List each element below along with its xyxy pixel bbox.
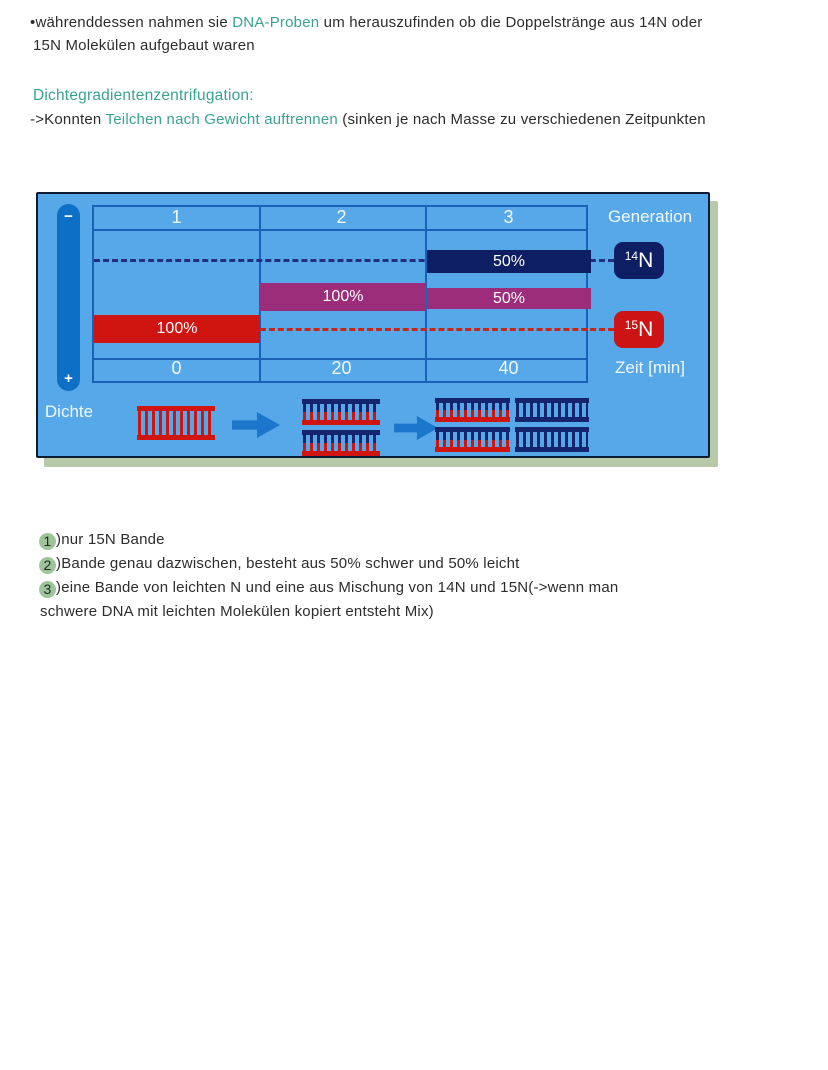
band-gen2-hybrid: 100% (260, 283, 426, 311)
note-line-3: 3)eine Bande von leichten N und eine aus… (39, 579, 618, 598)
band-gen3-14n: 50% (427, 250, 591, 273)
arrow-right-icon-1 (232, 412, 280, 438)
heading-dichtegradientenzentrifugation: Dichtegradientenzentrifugation: (33, 87, 254, 104)
strand-rungs-top (303, 434, 379, 443)
intro-line-1-rest: um herauszufinden ob die Doppelstränge a… (319, 14, 703, 31)
grid-line-header (94, 229, 586, 231)
generation-header-2: 2 (336, 207, 347, 227)
strand-rail-top (515, 398, 589, 403)
dna-strand-hybrid-icon (302, 430, 380, 456)
dna-strand-14n-icon (515, 427, 589, 452)
strand-rungs-top (303, 403, 379, 412)
generation-header-3: 3 (503, 207, 514, 227)
dna-strand-hybrid-icon (302, 399, 380, 425)
note-number-circle-2: 2 (39, 556, 56, 574)
strand-rungs-bottom (516, 439, 588, 448)
dashed-line-15n-level (260, 328, 614, 331)
highlight-dna-proben: DNA-Proben (232, 14, 320, 31)
strand-rail-bottom (435, 447, 510, 452)
plus-sign: + (64, 370, 73, 387)
strand-rail-top (435, 427, 510, 432)
strand-rail-bottom (302, 451, 380, 456)
isotope-14-symbol: N (638, 248, 654, 272)
grid-line-col2 (425, 207, 427, 381)
strand-rungs-bottom (303, 412, 379, 421)
intro-line-2: 15N Molekülen aufgebaut waren (33, 37, 255, 54)
strand-rungs-bottom (138, 423, 214, 436)
strand-rungs-bottom (436, 439, 509, 448)
note-line-1: 1)nur 15N Bande (39, 531, 165, 550)
strand-rail-bottom (435, 417, 510, 422)
strand-rail-bottom (515, 447, 589, 452)
dashed-line-14n-level (94, 259, 614, 262)
strand-rungs-top (436, 402, 509, 410)
strand-rungs-top (516, 431, 588, 440)
strand-rungs-bottom (516, 410, 588, 418)
density-label: Dichte (44, 402, 94, 421)
intro-line-1-text: •währenddessen nahmen sie (30, 14, 233, 31)
note-text-3: )eine Bande von leichten N und eine aus … (56, 579, 619, 596)
strand-rail-top (435, 398, 510, 403)
strand-rail-top (515, 427, 589, 432)
note-line-4: schwere DNA mit leichten Molekülen kopie… (40, 603, 434, 620)
strand-rungs-top (436, 431, 509, 440)
isotope-15-superscript: 15 (624, 317, 639, 332)
strand-rungs-bottom (436, 410, 509, 418)
band-gen3-hybrid: 50% (427, 288, 591, 309)
strand-rail-top (137, 406, 215, 411)
strand-rungs-bottom (303, 443, 379, 452)
highlight-teilchen-nach-gewicht: Teilchen nach Gewicht auftrennen (105, 111, 338, 128)
strand-rail-bottom (137, 435, 215, 440)
band-gen1-15n: 100% (94, 315, 260, 343)
isotope-15-symbol: N (638, 317, 654, 341)
generation-label: Generation (607, 207, 693, 226)
strand-rail-top (302, 430, 380, 435)
note-text-1: )nur 15N Bande (56, 531, 165, 548)
minus-sign: − (64, 208, 73, 225)
time-value-0: 0 (171, 358, 182, 378)
dna-strand-hybrid-icon (435, 398, 510, 422)
dna-strand-15n-icon (137, 406, 215, 440)
method-line-rest: (sinken je nach Masse zu verschiedenen Z… (337, 111, 706, 128)
note-number-circle-1: 1 (39, 532, 56, 550)
strand-rail-top (302, 399, 380, 404)
grid-line-time (94, 358, 586, 360)
intro-line-1: •währenddessen nahmen sie DNA-Proben um … (30, 14, 702, 31)
isotope-14-superscript: 14 (624, 248, 639, 263)
generation-header-1: 1 (171, 207, 182, 227)
strand-rail-bottom (515, 417, 589, 422)
strand-rungs-top (516, 402, 588, 410)
method-line-start: ->Konnten (30, 111, 106, 128)
time-label: Zeit [min] (615, 358, 685, 377)
strand-rail-bottom (302, 420, 380, 425)
dna-strand-14n-icon (515, 398, 589, 422)
time-value-20: 20 (331, 358, 352, 378)
centrifugation-diagram: − + 1 2 3 Generation 50% 100% 50% 100% 1… (36, 192, 710, 458)
strand-rungs-top (138, 410, 214, 423)
note-text-2: )Bande genau dazwischen, besteht aus 50%… (56, 555, 520, 572)
note-number-circle-3: 3 (39, 580, 56, 598)
dna-strand-hybrid-icon (435, 427, 510, 452)
note-line-2: 2)Bande genau dazwischen, besteht aus 50… (39, 555, 520, 574)
time-value-40: 40 (498, 358, 519, 378)
arrow-right-icon-2 (394, 416, 438, 440)
density-scale-bar: − + (57, 204, 80, 391)
method-line: ->Konnten Teilchen nach Gewicht auftrenn… (30, 111, 706, 128)
